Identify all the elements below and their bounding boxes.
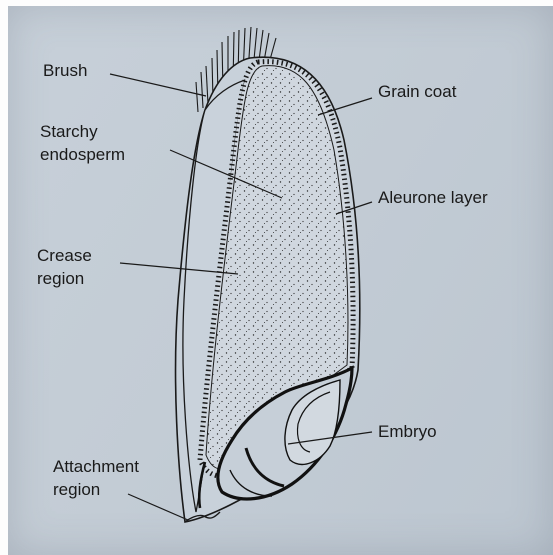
label-embryo-text: Embryo	[378, 420, 437, 443]
label-aleurone-text: Aleurone layer	[378, 186, 488, 209]
leader-brush	[110, 74, 206, 96]
label-embryo: Embryo	[378, 420, 437, 443]
label-attachment-line1: Attachment	[53, 455, 139, 478]
label-crease-region: Crease region	[37, 244, 92, 290]
label-aleurone-layer: Aleurone layer	[378, 186, 488, 209]
label-crease-line1: Crease	[37, 244, 92, 267]
label-brush: Brush	[43, 59, 87, 82]
label-crease-line2: region	[37, 267, 92, 290]
label-attachment-line2: region	[53, 478, 139, 501]
label-grain-coat: Grain coat	[378, 80, 456, 103]
label-brush-text: Brush	[43, 59, 87, 82]
label-attachment-region: Attachment region	[53, 455, 139, 501]
label-starchy-endosperm: Starchy endosperm	[40, 120, 125, 166]
label-starchy-line1: Starchy	[40, 120, 125, 143]
label-starchy-line2: endosperm	[40, 143, 125, 166]
label-grain-coat-text: Grain coat	[378, 80, 456, 103]
